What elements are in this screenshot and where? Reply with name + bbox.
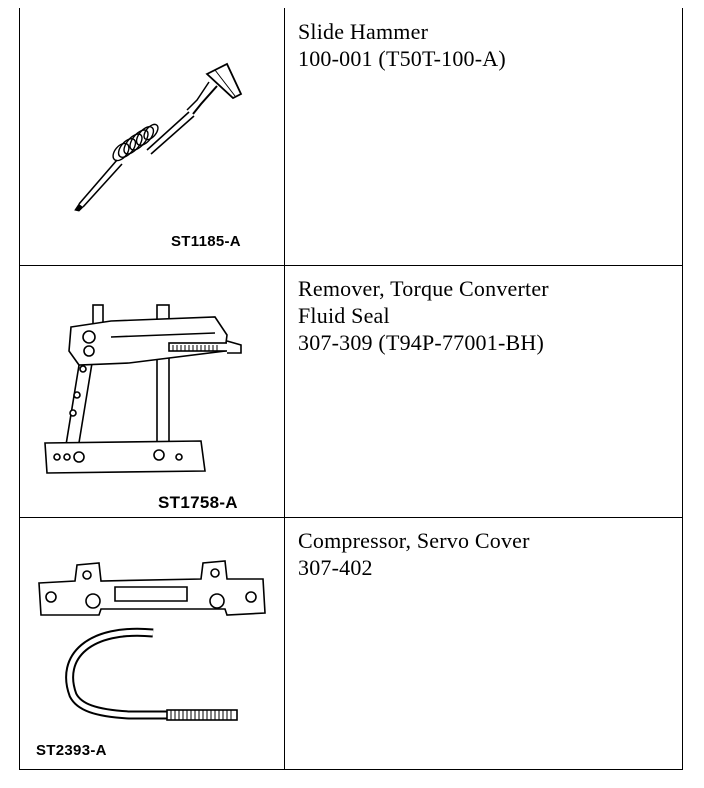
tool-image-cell: ST1185-A bbox=[19, 8, 284, 265]
table-row: ST1758-A Remover, Torque Converter Fluid… bbox=[19, 265, 683, 517]
table-column-divider bbox=[284, 8, 285, 770]
row-divider bbox=[19, 265, 683, 266]
tool-name: Remover, Torque Converter bbox=[298, 276, 549, 301]
tool-description: Compressor, Servo Cover 307-402 bbox=[298, 527, 678, 581]
table-border-left bbox=[19, 8, 20, 770]
slide-hammer-icon bbox=[74, 62, 243, 212]
image-code: ST1758-A bbox=[158, 493, 238, 512]
tool-name-continued: Fluid Seal bbox=[298, 303, 390, 328]
servo-compressor-icon bbox=[38, 560, 266, 721]
image-code: ST1185-A bbox=[171, 233, 241, 250]
tool-name: Compressor, Servo Cover bbox=[298, 528, 530, 553]
tool-description: Remover, Torque Converter Fluid Seal 307… bbox=[298, 275, 678, 356]
image-code: ST2393-A bbox=[36, 742, 107, 759]
table-border-right bbox=[682, 8, 683, 770]
tool-number: 307-402 bbox=[298, 555, 373, 580]
tool-name: Slide Hammer bbox=[298, 19, 429, 44]
tool-number: 100-001 (T50T-100-A) bbox=[298, 46, 506, 71]
table-row: ST1185-A Slide Hammer 100-001 (T50T-100-… bbox=[19, 8, 683, 265]
tool-number: 307-309 (T94P-77001-BH) bbox=[298, 330, 544, 355]
table-row: ST2393-A Compressor, Servo Cover 307-402 bbox=[19, 517, 683, 769]
tool-table: ST1185-A Slide Hammer 100-001 (T50T-100-… bbox=[19, 8, 683, 770]
tool-image-cell: ST2393-A bbox=[19, 517, 284, 769]
tool-description: Slide Hammer 100-001 (T50T-100-A) bbox=[298, 18, 678, 72]
seal-remover-icon bbox=[44, 304, 242, 474]
table-border-bottom bbox=[19, 769, 683, 770]
tool-image-cell: ST1758-A bbox=[19, 265, 284, 517]
row-divider bbox=[19, 517, 683, 518]
